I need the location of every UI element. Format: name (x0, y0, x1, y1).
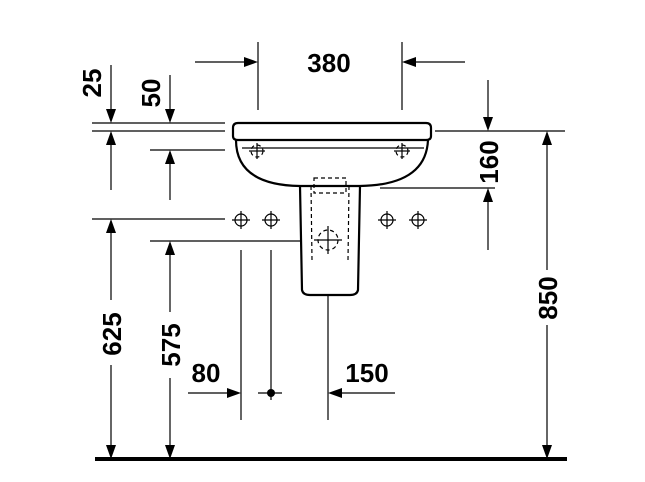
supply-point-2-icon (262, 211, 280, 229)
pedestal-outline (298, 185, 362, 297)
extension-lines (92, 42, 565, 420)
drain-trap (313, 177, 347, 194)
dim-850-arrows (542, 131, 552, 459)
dim-80-arrows (188, 388, 282, 398)
dim-25-label: 25 (77, 69, 107, 98)
dim-50-label: 50 (136, 79, 166, 108)
dim-625-arrows (106, 219, 116, 459)
dim-380-label: 380 (307, 48, 350, 78)
dim-150-label: 150 (345, 358, 388, 388)
dim-25-arrows (106, 65, 116, 190)
dim-160-label: 160 (474, 140, 504, 183)
dim-150-arrows (328, 388, 395, 398)
dim-575-label: 575 (156, 323, 186, 366)
supply-point-1-icon (232, 211, 250, 229)
tap-hole-right-icon (394, 143, 410, 159)
dim-50-arrows (165, 75, 175, 200)
dim-380-arrows (195, 57, 465, 67)
dim-80-label: 80 (192, 358, 221, 388)
basin-outline (231, 121, 433, 188)
dim-850-label: 850 (533, 276, 563, 319)
supply-point-4-icon (409, 211, 427, 229)
dim-625-label: 625 (97, 312, 127, 355)
tap-hole-left-icon (249, 143, 265, 159)
waste-outlet-icon (314, 226, 342, 254)
dim-575-arrows (165, 241, 175, 459)
supply-point-3-icon (378, 211, 396, 229)
dim-160-arrows (483, 80, 493, 250)
